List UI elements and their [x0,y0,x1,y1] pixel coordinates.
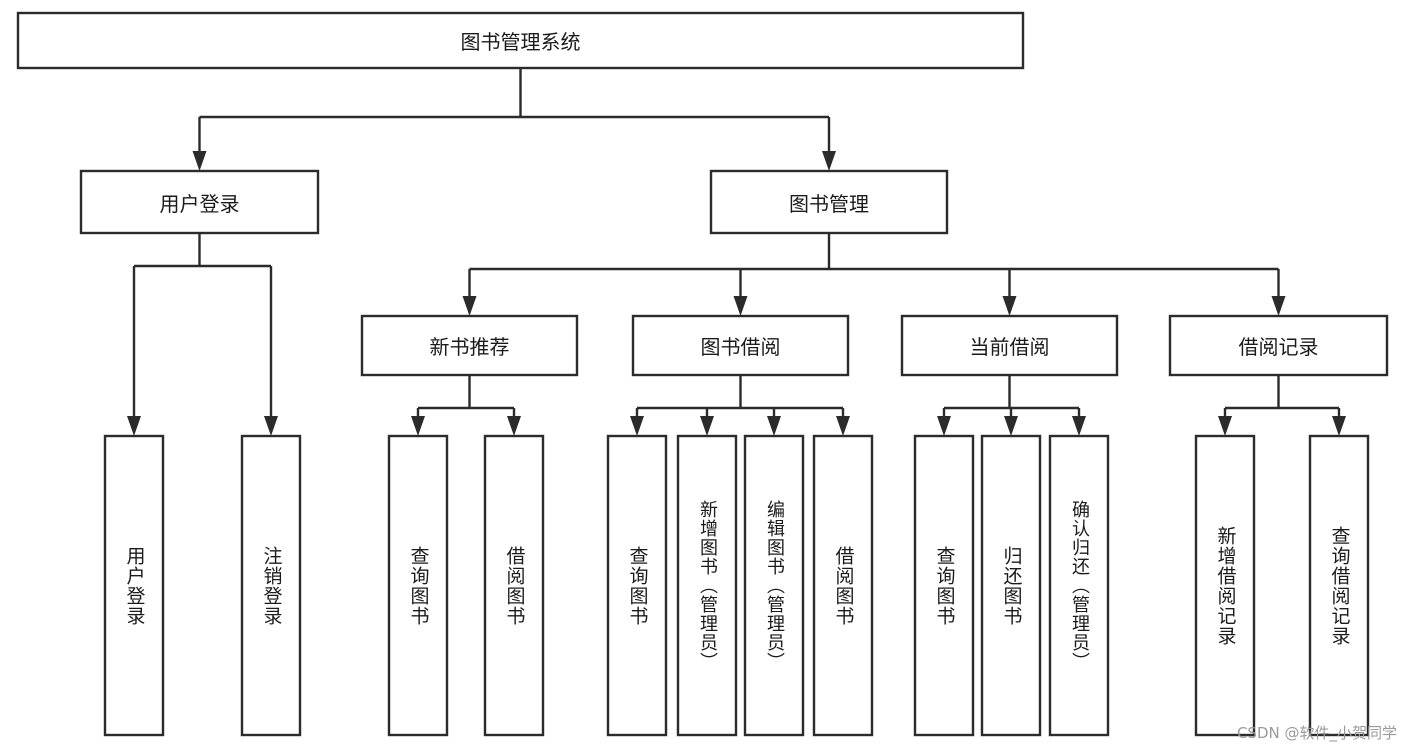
csdn-watermark: CSDN @软件_小贺同学 [1236,724,1397,742]
node-box-leaf-user-login[interactable] [103,434,165,737]
node-box-q-book-1[interactable] [387,434,449,737]
arrow-head-icon [822,151,836,171]
node-box-new-book-rec[interactable] [360,314,579,377]
node-box-add-book[interactable] [676,434,738,737]
arrow-head-icon [1072,416,1086,436]
arrow-head-icon [630,416,644,436]
node-box-borrow-record[interactable] [1168,314,1389,377]
node-box-b-book-2[interactable] [812,434,874,737]
arrow-head-icon [767,416,781,436]
node-box-leaf-logout[interactable] [240,434,302,737]
node-box-confirm-return[interactable] [1048,434,1110,737]
arrow-head-icon [937,416,951,436]
arrow-head-icon [411,416,425,436]
node-box-root[interactable] [16,11,1025,70]
arrow-head-icon [127,416,141,436]
arrow-head-icon [1004,416,1018,436]
node-box-q-book-2[interactable] [606,434,668,737]
arrow-head-icon [1218,416,1232,436]
node-box-book-borrow[interactable] [631,314,850,377]
arrow-head-icon [462,296,477,316]
arrow-head-icon [733,296,748,316]
node-box-book-manage[interactable] [709,169,949,235]
arrow-head-icon [700,416,714,436]
arrow-head-icon [836,416,850,436]
node-box-query-record[interactable] [1308,434,1370,737]
node-box-edit-book[interactable] [743,434,805,737]
arrow-head-icon [1002,296,1017,316]
node-box-user-login[interactable] [79,169,320,235]
arrow-head-icon [264,416,278,436]
node-box-q-book-3[interactable] [913,434,975,737]
arrow-head-icon [507,416,521,436]
node-box-return-book[interactable] [980,434,1042,737]
arrow-head-icon [1332,416,1346,436]
connector-group [127,68,1346,436]
node-box-add-record[interactable] [1194,434,1256,737]
node-box-current-borrow[interactable] [900,314,1119,377]
arrow-head-icon [192,151,207,171]
node-box-b-book-1[interactable] [483,434,545,737]
arrow-head-icon [1271,296,1286,316]
